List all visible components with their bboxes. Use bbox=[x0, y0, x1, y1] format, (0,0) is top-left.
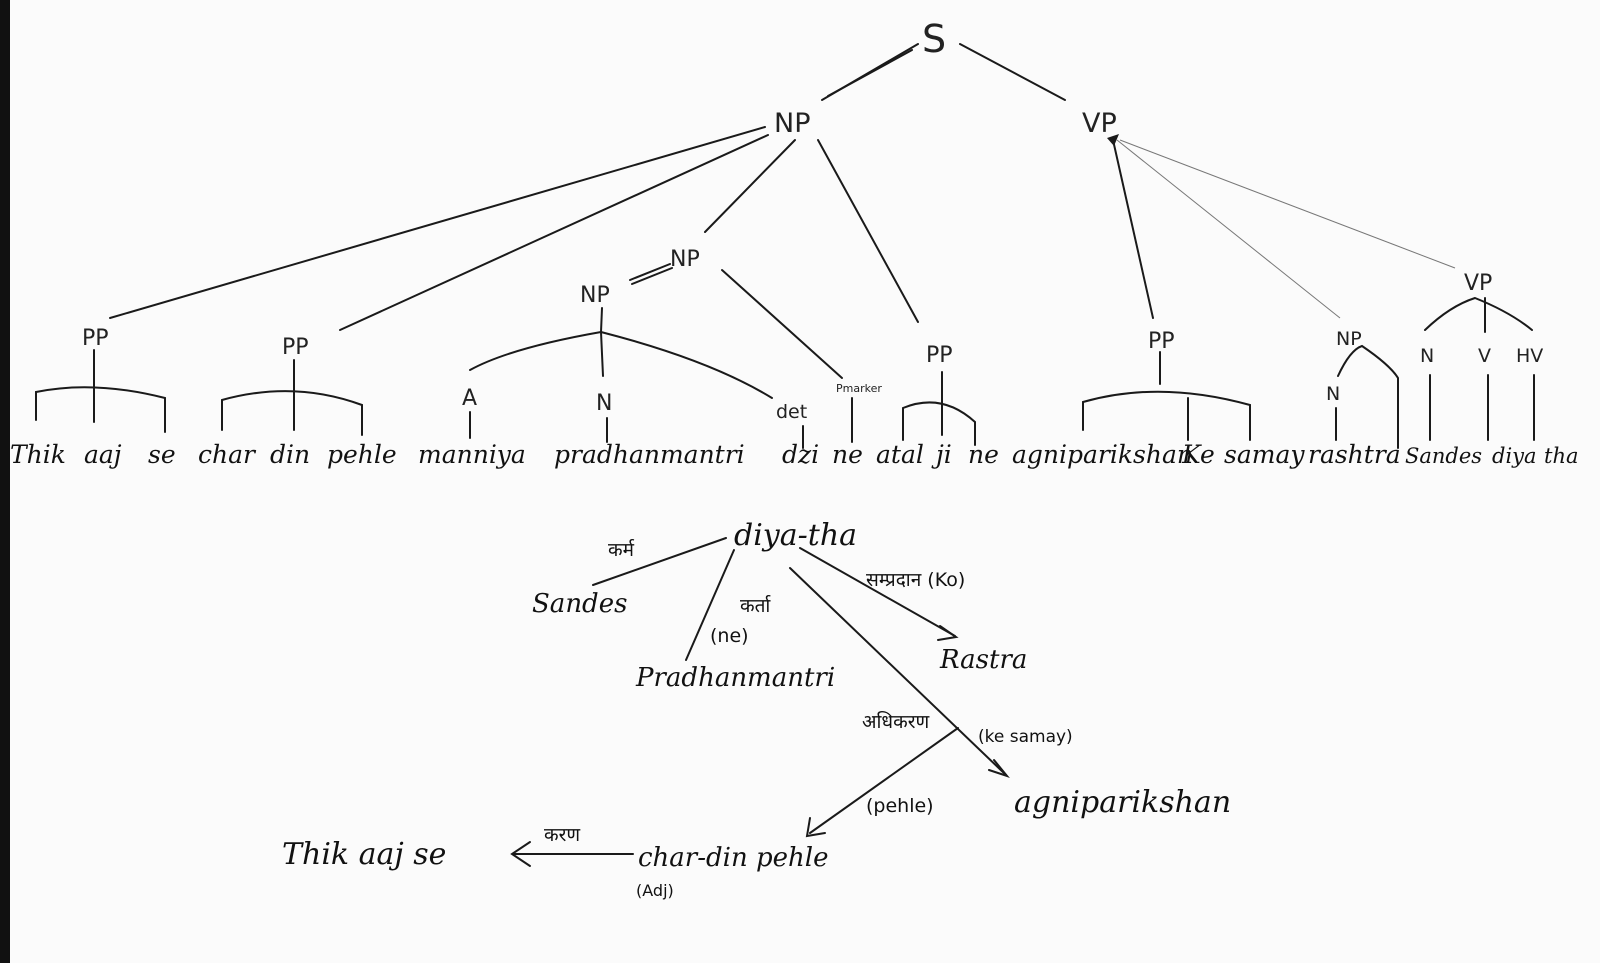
dep-arrow-pehle bbox=[805, 817, 826, 838]
node-np-main: NP bbox=[774, 108, 810, 139]
edge-vp-pp4 bbox=[1112, 139, 1154, 319]
sentence-words: Thik aaj se char din pehle manniya pradh… bbox=[10, 440, 1578, 469]
word-tha: tha bbox=[1544, 444, 1578, 468]
node-det: det bbox=[776, 401, 807, 423]
edge-vp-npright bbox=[1116, 139, 1341, 319]
word-ne-2: ne bbox=[968, 440, 999, 469]
dep-word-rastra: Rastra bbox=[939, 645, 1027, 675]
edge-npinner-n bbox=[600, 331, 604, 377]
edge-npmid-pmarker bbox=[721, 269, 843, 379]
node-vp-right: VP bbox=[1464, 271, 1492, 296]
tree-edges bbox=[35, 43, 1535, 449]
node-np-inner: NP bbox=[580, 283, 610, 308]
npright-arms bbox=[1337, 344, 1399, 449]
dep-edge-adhikaran bbox=[789, 567, 1007, 776]
node-vp-main: VP bbox=[1082, 108, 1117, 139]
word-din: din bbox=[270, 440, 310, 469]
dep-rel-adhikaran: अधिकरण bbox=[862, 710, 929, 733]
edge-s-np-double bbox=[827, 49, 913, 97]
edge-vp-vpright bbox=[1119, 139, 1456, 269]
pp1-bracket bbox=[35, 386, 166, 433]
node-pp3: PP bbox=[926, 343, 953, 368]
tree-labels: S NP VP NP NP PP PP PP PP NP VP A N det … bbox=[82, 17, 1543, 423]
pp2-bracket bbox=[221, 390, 363, 436]
dep-marker-kesamay: (ke samay) bbox=[978, 727, 1073, 747]
dep-root: diya-tha bbox=[734, 518, 857, 553]
word-pradhanmantri: pradhanmantri bbox=[554, 440, 745, 469]
word-thik: Thik bbox=[10, 440, 66, 469]
dep-marker-adj: (Adj) bbox=[636, 881, 674, 900]
word-ji: ji bbox=[931, 440, 952, 469]
edge-np-pp1 bbox=[109, 126, 766, 319]
word-ke: Ke bbox=[1181, 440, 1215, 469]
dep-arrow-adhikaran bbox=[988, 759, 1010, 779]
word-aaj: aaj bbox=[84, 440, 122, 469]
node-v-vp: V bbox=[1478, 345, 1491, 367]
edge-np-pp2 bbox=[339, 134, 769, 331]
node-hv-vp: HV bbox=[1516, 345, 1543, 367]
node-np-mid: NP bbox=[670, 247, 700, 272]
edge-npmid-npinner bbox=[629, 263, 671, 281]
node-pp4: PP bbox=[1148, 329, 1175, 354]
edge-np-npmid bbox=[704, 139, 796, 233]
node-n-right: N bbox=[1326, 383, 1340, 405]
dependency-labels: diya-tha कर्म Sandes कर्ता (ne) Pradhanm… bbox=[282, 518, 1231, 900]
pp3-bracket bbox=[902, 401, 976, 446]
dep-rel-sampradan: सम्प्रदान (Ko) bbox=[866, 569, 965, 591]
dep-word-agniparikshan: agniparikshan bbox=[1014, 785, 1231, 820]
vp-dot bbox=[1107, 134, 1119, 146]
dep-rel-karan: करण bbox=[544, 824, 580, 846]
pp4-bracket bbox=[1082, 390, 1251, 441]
edge-npmid-npinner-double bbox=[631, 267, 673, 285]
dep-word-pradhanmantri: Pradhanmantri bbox=[635, 663, 835, 693]
dep-edge-karma bbox=[592, 537, 727, 586]
node-n-mid: N bbox=[596, 391, 612, 416]
dep-word-sandes: Sandes bbox=[532, 589, 627, 619]
edge-npinner-stem bbox=[600, 307, 603, 333]
dep-edge-sampradan bbox=[799, 547, 956, 637]
dep-arrow-sampradan bbox=[937, 625, 959, 641]
dep-marker-ne: (ne) bbox=[710, 625, 749, 647]
node-n-vp: N bbox=[1420, 345, 1434, 367]
node-a: A bbox=[462, 386, 477, 411]
word-rashtra: rashtra bbox=[1308, 440, 1401, 469]
word-char: char bbox=[198, 440, 257, 469]
dep-marker-pehle: (pehle) bbox=[866, 795, 934, 817]
word-agniparikshan: agniparikshan bbox=[1012, 440, 1193, 469]
vpright-arms bbox=[1424, 296, 1533, 331]
word-diya: diya bbox=[1492, 444, 1537, 468]
node-np-right: NP bbox=[1336, 328, 1362, 350]
word-samay: samay bbox=[1224, 440, 1305, 469]
word-ne-1: ne bbox=[832, 440, 863, 469]
dep-rel-karma: कर्म bbox=[608, 538, 635, 561]
dep-word-char-din-pehle: char-din pehle bbox=[638, 843, 828, 873]
dependency-edges bbox=[510, 537, 1010, 867]
dep-edge-karta bbox=[685, 549, 735, 661]
dep-arrow-karan bbox=[510, 841, 531, 867]
node-pp1: PP bbox=[82, 326, 109, 351]
node-s: S bbox=[922, 17, 946, 61]
edge-npinner-det bbox=[600, 331, 773, 399]
word-pehle: pehle bbox=[327, 440, 397, 469]
word-manniya: manniya bbox=[418, 440, 526, 469]
node-pmarker: Pmarker bbox=[836, 382, 882, 395]
word-dzi: dzi bbox=[782, 440, 819, 469]
parse-diagram: S NP VP NP NP PP PP PP PP NP VP A N det … bbox=[10, 17, 1578, 900]
word-se: se bbox=[148, 440, 176, 469]
dep-rel-karta: कर्ता bbox=[740, 594, 771, 617]
edge-s-vp bbox=[959, 43, 1066, 101]
node-pp2: PP bbox=[282, 335, 309, 360]
edge-npinner-a bbox=[469, 331, 602, 371]
dep-word-thik-aaj-se: Thik aaj se bbox=[282, 837, 446, 872]
edge-np-pp3 bbox=[817, 139, 919, 323]
word-sandes: Sandes bbox=[1405, 444, 1482, 468]
word-atal: atal bbox=[876, 440, 924, 469]
dep-edge-pehle bbox=[809, 727, 959, 834]
